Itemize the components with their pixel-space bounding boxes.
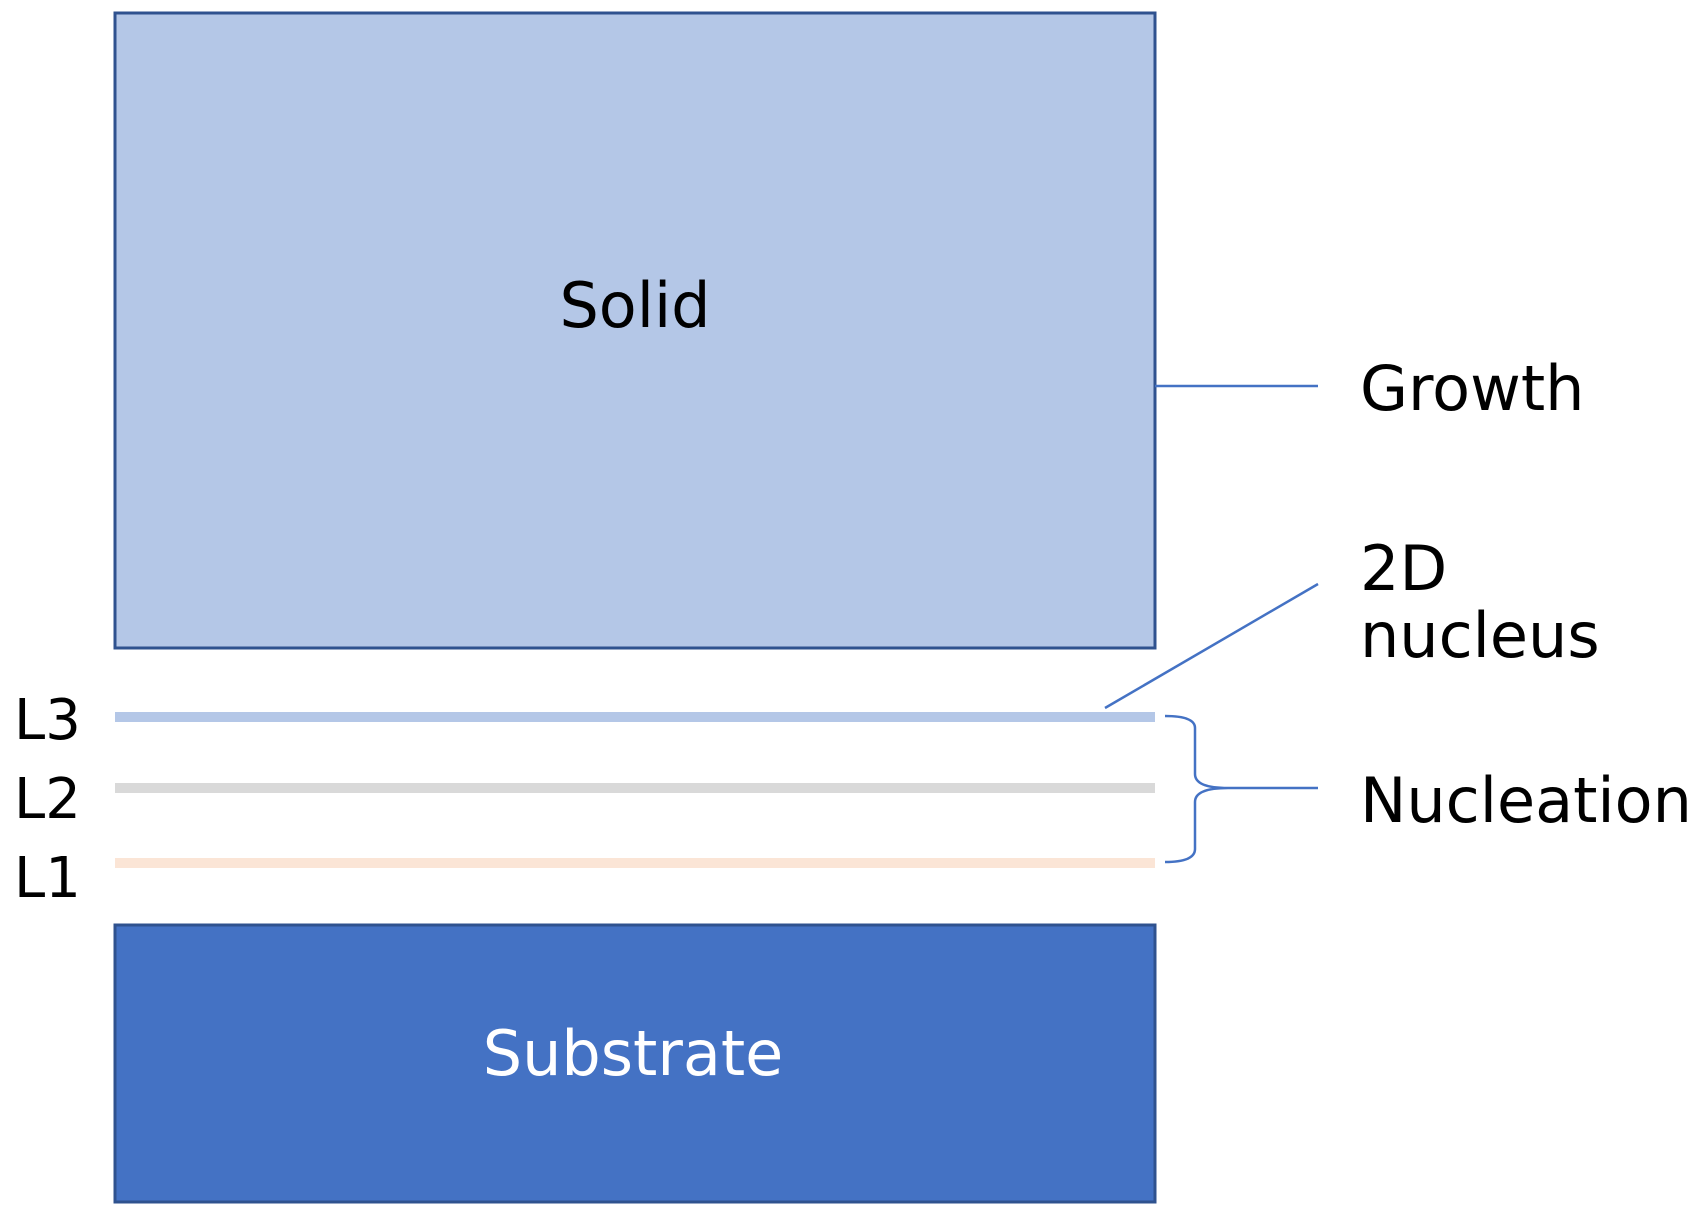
substrate-label: Substrate [483,1017,784,1090]
solid-block [113,11,1157,650]
growth-label: Growth [1360,352,1584,425]
nucleation-label: Nucleation [1360,764,1687,837]
solid-label: Solid [559,269,710,342]
layer-l1-label: L1 [14,846,81,911]
layer-l2-label: L2 [14,767,81,832]
substrate-block [113,923,1157,1204]
nucleus-connector [1104,582,1319,710]
nucleation-brace [1164,714,1229,864]
layer-l3-label: L3 [14,688,81,753]
nucleus-label-line2: nucleus [1360,599,1600,672]
nucleus-label-line1: 2D [1360,532,1447,605]
